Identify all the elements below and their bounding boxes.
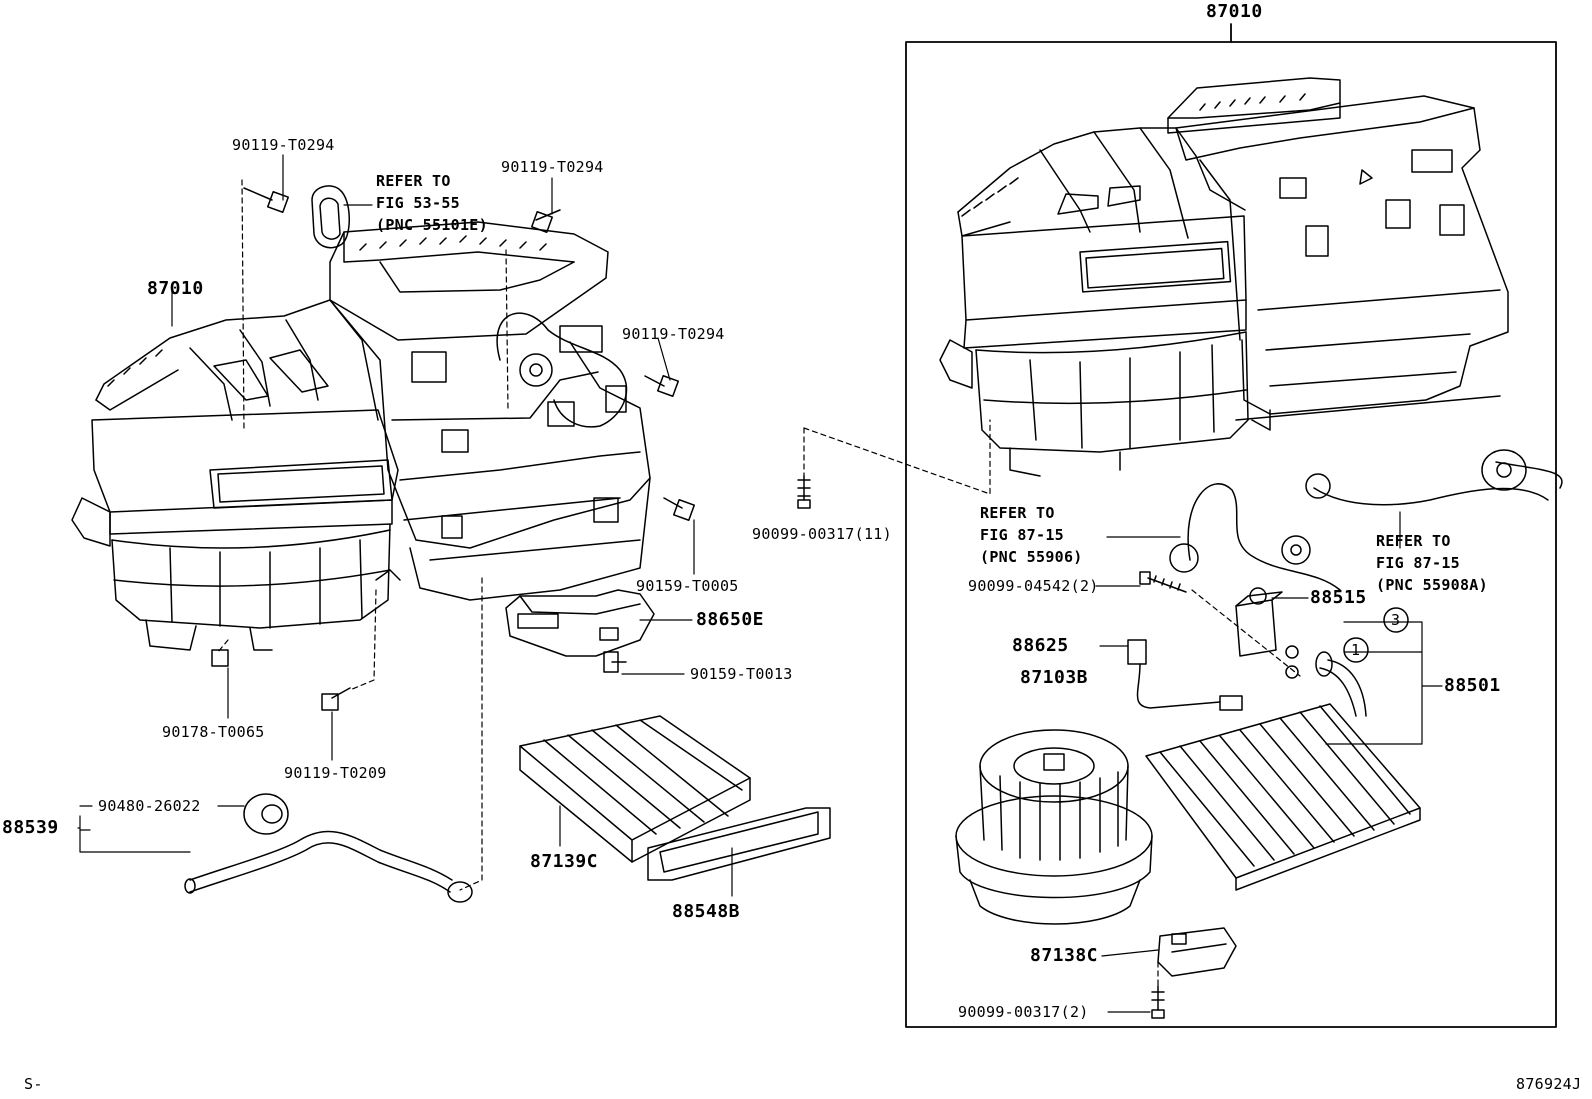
refer-fig53-line2: FIG 53-55 (376, 194, 460, 212)
part-label-90178-t0065: 90178-T0065 (162, 723, 265, 741)
part-label-88650e: 88650E (696, 609, 765, 630)
part-label-90099-00317-11: 90099-00317(11) (752, 525, 892, 543)
part-label-90099-00317-2: 90099-00317(2) (958, 1003, 1089, 1021)
bracket-88650e (505, 589, 655, 657)
part-label-90159-t0013: 90159-T0013 (690, 665, 793, 683)
leader-lines (77, 154, 1443, 1013)
part-label-88515: 88515 (1310, 587, 1367, 608)
part-label-90099-04542-2: 90099-04542(2) (968, 577, 1099, 595)
part-label-90119-t0294-b: 90119-T0294 (501, 158, 604, 176)
part-label-87103b: 87103B (1020, 667, 1089, 688)
part-label-90119-t0294-a: 90119-T0294 (232, 136, 335, 154)
part-label-90159-t0005: 90159-T0005 (636, 577, 739, 595)
part-label-88539: 88539 (2, 817, 59, 838)
part-label-87139c: 87139C (530, 851, 599, 872)
wire-sensor-55906 (1169, 483, 1341, 591)
callout-number-3: 3 (1391, 611, 1401, 629)
part-label-87138c: 87138C (1030, 945, 1099, 966)
expansion-valve-88515 (1235, 587, 1299, 679)
cabin-filter-87139c (519, 715, 751, 863)
refer-fig53-line1: REFER TO (376, 172, 451, 190)
refer-fig87-b-line2: FIG 87-15 (1376, 554, 1460, 572)
evaporator-88501 (1145, 651, 1421, 891)
refer-fig87-a-line3: (PNC 55906) (980, 548, 1083, 566)
filter-frame-88548b (647, 807, 831, 881)
blower-motor-87103b (955, 729, 1153, 925)
refer-fig87-b-line3: (PNC 55908A) (1376, 576, 1488, 594)
part-label-88501: 88501 (1444, 675, 1501, 696)
part-label-87010-top: 87010 (1206, 1, 1263, 22)
callout-circle-3 (1383, 607, 1409, 633)
part-label-88548b: 88548B (672, 901, 741, 922)
harness-88625 (1127, 639, 1243, 711)
refer-fig87-a-line2: FIG 87-15 (980, 526, 1064, 544)
footer-left-code: S- (24, 1075, 43, 1093)
part-label-90480-26022: 90480-26022 (98, 797, 201, 815)
callout-number-1: 1 (1351, 641, 1361, 659)
footer-figure-number: 876924J (1516, 1075, 1582, 1093)
heater-unit-left (71, 221, 651, 651)
fasteners (211, 187, 1187, 1019)
heater-unit-right (939, 77, 1509, 477)
part-label-90119-t0209: 90119-T0209 (284, 764, 387, 782)
refer-fig53-line3: (PNC 55101E) (376, 216, 488, 234)
dashed-guides (217, 179, 1301, 989)
drain-hose-88539 (184, 793, 473, 903)
part-label-87010-left: 87010 (147, 278, 204, 299)
refer-fig87-b-line1: REFER TO (1376, 532, 1451, 550)
callout-circle-1 (1343, 637, 1369, 663)
resistor-87138c (1157, 927, 1237, 977)
refer-fig87-a-line1: REFER TO (980, 504, 1055, 522)
wire-sensor-55908a (1305, 449, 1563, 506)
part-label-88625: 88625 (1012, 635, 1069, 656)
part-label-90119-t0294-c: 90119-T0294 (622, 325, 725, 343)
grommet-part (311, 185, 350, 249)
